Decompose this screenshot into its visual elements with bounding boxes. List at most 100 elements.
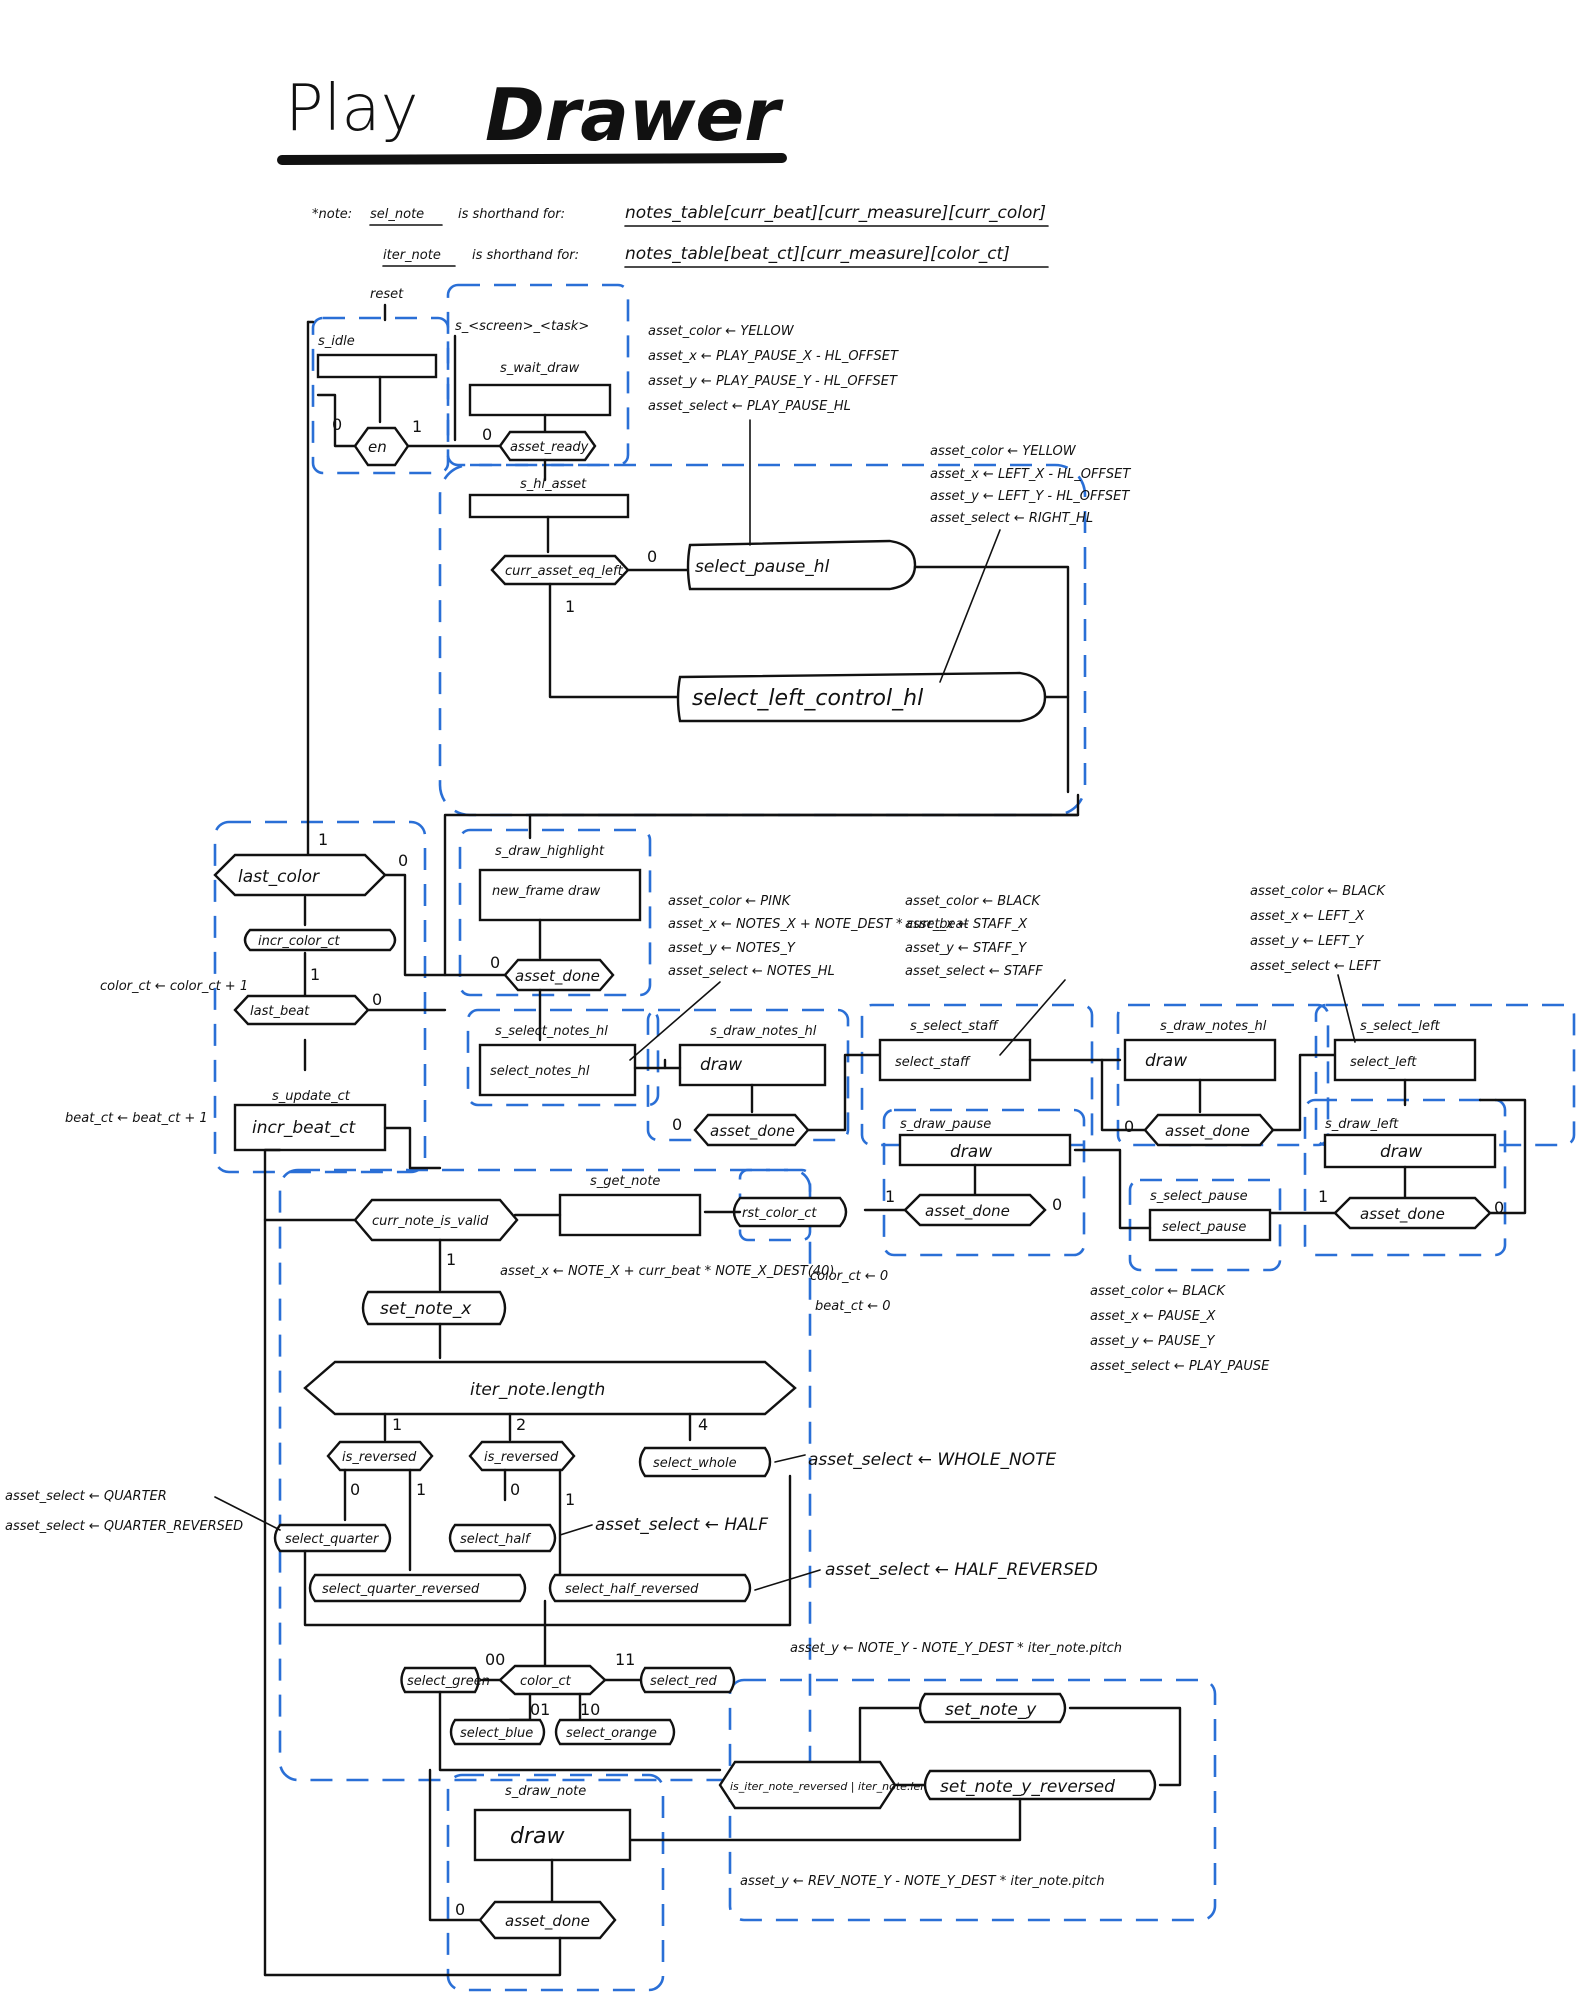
note-expr-2: notes_table[beat_ct][curr_measure][color…: [625, 244, 1010, 264]
select-quarter-state: [273, 1523, 392, 1553]
assign-pause-hl: asset_color ← YELLOW asset_x ← PLAY_PAUS…: [648, 324, 899, 414]
cael-0: 0: [647, 547, 657, 566]
draw-pause-label: draw: [950, 1142, 992, 1162]
inl-1: 1: [392, 1415, 402, 1434]
asset-x-note: asset_x ← NOTE_X + curr_beat * NOTE_X_DE…: [500, 1264, 834, 1279]
svg-text:asset_x ← NOTES_X + NOTE_DEST: asset_x ← NOTES_X + NOTE_DEST * curr_bea…: [668, 917, 969, 932]
svg-text:asset_color ← YELLOW: asset_color ← YELLOW: [648, 324, 795, 339]
title-underline: [277, 153, 787, 165]
svg-text:asset_color ← BLACK: asset_color ← BLACK: [1250, 884, 1386, 899]
asset-done-label-6: asset_done: [505, 1912, 590, 1931]
curr-asset-eq-left-label: curr_asset_eq_left: [505, 564, 624, 579]
draw-notes-hl-2-box: [1123, 1038, 1277, 1082]
set-note-x-state: [361, 1290, 507, 1326]
select-red-state: [639, 1666, 736, 1694]
asset-done-label-4: asset_done: [1360, 1205, 1445, 1224]
title-bold: Drawer: [485, 73, 784, 157]
asset-select-half: asset_select ← HALF: [595, 1515, 768, 1535]
svg-text:asset_color ← YELLOW: asset_color ← YELLOW: [930, 444, 1077, 459]
color-ct-zero: color_ct ← 0: [810, 1269, 888, 1284]
en-label: en: [368, 438, 387, 456]
s-hl-asset-label: s_hl_asset: [520, 477, 587, 492]
draw-note-box: [473, 1808, 632, 1862]
ad5-1: 1: [885, 1187, 895, 1206]
assign-left-hl: asset_color ← YELLOW asset_x ← LEFT_X - …: [930, 444, 1131, 526]
svg-text:asset_select ← STAFF: asset_select ← STAFF: [905, 964, 1043, 979]
beat-ct-assign: beat_ct ← beat_ct + 1: [65, 1111, 208, 1126]
asset-ready-decision: [498, 430, 597, 462]
ad4-0: 0: [1494, 1198, 1504, 1217]
select-notes-hl-label: select_notes_hl: [490, 1064, 590, 1079]
draw-highlight-box: [478, 868, 642, 922]
draw-left-label: draw: [1380, 1142, 1422, 1162]
note-mid-1: is shorthand for:: [458, 207, 565, 222]
s-draw-notes-hl-label: s_draw_notes_hl: [710, 1024, 817, 1039]
ad1-0: 0: [490, 953, 500, 972]
asset-y-rev: asset_y ← REV_NOTE_Y - NOTE_Y_DEST * ite…: [740, 1874, 1105, 1889]
asset-done-label-1: asset_done: [515, 967, 600, 986]
select-quarter-reversed-state: [308, 1573, 527, 1603]
incr-beat-ct-box: [233, 1103, 387, 1152]
ir2-0: 0: [510, 1480, 520, 1499]
s-draw-pause-label: s_draw_pause: [900, 1117, 991, 1132]
s-get-note-label: s_get_note: [590, 1174, 660, 1189]
ad2-0: 0: [672, 1115, 682, 1134]
select-quarter-reversed-label: select_quarter_reversed: [322, 1582, 480, 1597]
draw-note-label: draw: [510, 1824, 565, 1849]
ad3-0: 0: [1124, 1117, 1134, 1136]
curr-note-is-valid-label: curr_note_is_valid: [372, 1214, 489, 1229]
svg-text:asset_select ← NOTES_HL: asset_select ← NOTES_HL: [668, 964, 835, 979]
select-left-control-hl-state: [676, 671, 1047, 723]
asset-done-label-5: asset_done: [925, 1202, 1010, 1221]
asset-done-label-2: asset_done: [710, 1122, 795, 1141]
svg-text:asset_x ← PAUSE_X: asset_x ← PAUSE_X: [1090, 1309, 1217, 1324]
select-whole-state: [638, 1446, 772, 1478]
select-blue-state: [449, 1718, 546, 1746]
asset-done-decision-5: [903, 1193, 1047, 1227]
svg-text:asset_color ← BLACK: asset_color ← BLACK: [905, 894, 1041, 909]
asset-done-decision-1: [503, 958, 615, 992]
svg-text:asset_x ← LEFT_X - HL_OFFSET: asset_x ← LEFT_X - HL_OFFSET: [930, 467, 1131, 482]
asset-select-quarter-rev: asset_select ← QUARTER_REVERSED: [5, 1519, 243, 1534]
select-pause-box: [1148, 1208, 1272, 1242]
note-expr-1: notes_table[curr_beat][curr_measure][cur…: [625, 203, 1046, 223]
svg-text:asset_color ← PINK: asset_color ← PINK: [668, 894, 792, 909]
ar-0: 0: [482, 425, 492, 444]
assign-pause: asset_color ← BLACK asset_x ← PAUSE_X as…: [1090, 1284, 1270, 1374]
svg-text:asset_x ← PLAY_PAUSE_X - HL_OF: asset_x ← PLAY_PAUSE_X - HL_OFFSET: [648, 349, 899, 364]
note-mid-2: is shorthand for:: [472, 248, 579, 263]
s-screen-label: s_<screen>_<task>: [455, 319, 589, 334]
select-green-state: [400, 1666, 480, 1694]
select-orange-state: [554, 1718, 676, 1746]
select-pause-hl-label: select_pause_hl: [695, 557, 830, 577]
select-red-label: select_red: [650, 1674, 717, 1689]
curr-note-is-valid-decision: [353, 1198, 519, 1242]
select-notes-hl-box: [478, 1043, 637, 1097]
cc-11: 11: [615, 1650, 635, 1669]
note-term-2: iter_note: [383, 248, 441, 263]
select-half-reversed-label: select_half_reversed: [565, 1582, 699, 1597]
new-frame-draw-label: new_frame draw: [492, 884, 601, 899]
beat-ct-zero: beat_ct ← 0: [815, 1299, 891, 1314]
draw-notes-hl-2-label: draw: [1145, 1051, 1187, 1071]
iter-note-length-decision: [303, 1360, 797, 1416]
draw-pause-box: [898, 1133, 1072, 1167]
note-prefix: *note:: [312, 207, 352, 222]
asset-select-whole: asset_select ← WHOLE_NOTE: [808, 1450, 1056, 1470]
lc-1: 1: [318, 830, 328, 849]
draw-left-box: [1323, 1133, 1497, 1169]
assign-left: asset_color ← BLACK asset_x ← LEFT_X ass…: [1250, 884, 1386, 974]
lc-0: 0: [398, 851, 408, 870]
ad6-0: 0: [455, 1900, 465, 1919]
s-wait-draw-label: s_wait_draw: [500, 361, 580, 376]
ad4-1: 1: [1318, 1187, 1328, 1206]
cael-1: 1: [565, 597, 575, 616]
svg-text:asset_select ← LEFT: asset_select ← LEFT: [1250, 959, 1381, 974]
en-0: 0: [332, 415, 342, 434]
select-pause-hl-state: [686, 539, 917, 591]
svg-text:asset_y ← NOTES_Y: asset_y ← NOTES_Y: [668, 941, 796, 956]
s-wait-draw-box: [468, 383, 612, 417]
s-draw-highlight-label: s_draw_highlight: [495, 844, 605, 859]
title-light: Play: [285, 72, 418, 146]
inl-2: 2: [516, 1415, 526, 1434]
